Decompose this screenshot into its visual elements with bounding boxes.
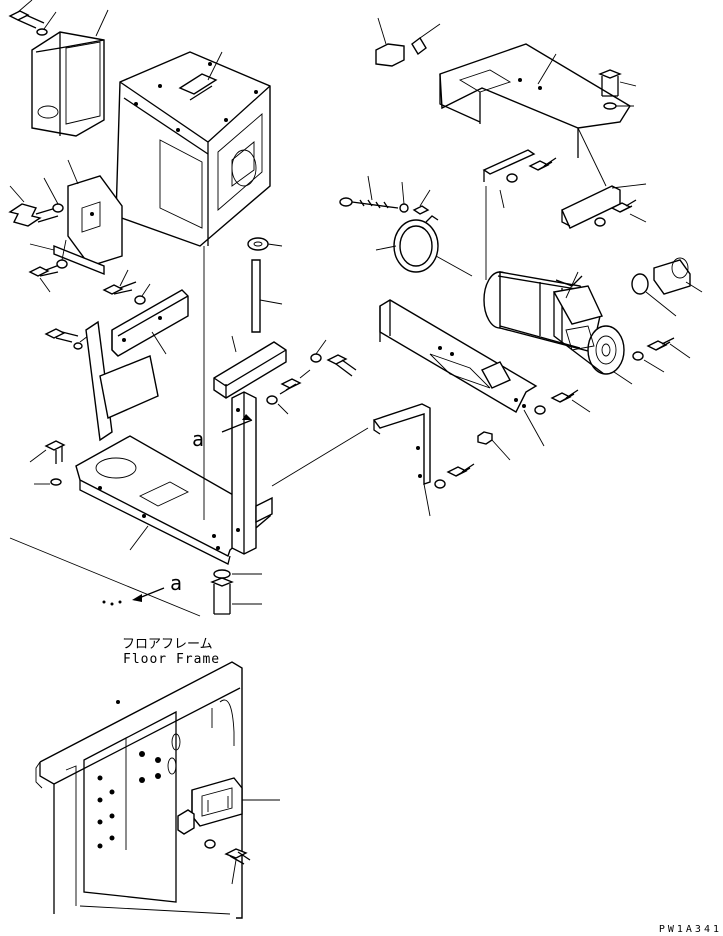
view-arrow-a-upper: a <box>192 414 253 451</box>
upper-bracket <box>439 43 631 158</box>
view-marker-a-upper: a <box>192 427 204 451</box>
washer-top-left <box>36 11 57 36</box>
center-rod <box>251 259 283 333</box>
bolt-bottom <box>210 577 262 615</box>
washer-right-5 <box>534 405 546 415</box>
view-arrow-a-lower: a <box>102 571 182 606</box>
clip-small <box>412 189 431 215</box>
bolt-mid <box>326 354 357 377</box>
flange-bracket <box>213 335 287 399</box>
angle-bracket-left <box>111 289 189 357</box>
floor-switch <box>177 777 280 835</box>
wire-line-1 <box>271 427 369 487</box>
bar-strip <box>29 243 105 276</box>
small-bracket <box>482 149 536 209</box>
bolt-right-2 <box>610 199 647 223</box>
bolt-right-top <box>598 69 637 97</box>
band-clamp <box>375 215 473 277</box>
washer-right-6 <box>434 479 446 489</box>
wing-bolt <box>8 185 59 227</box>
knob-top <box>375 17 405 67</box>
section-leader <box>9 537 201 617</box>
drawing-code: PW1A341 <box>659 924 722 935</box>
washer-mid <box>310 339 327 363</box>
section-label-japanese: フロアフレーム <box>122 637 213 652</box>
grommet <box>247 237 283 251</box>
section-label-english: Floor Frame <box>123 652 220 667</box>
nut-small <box>399 181 409 213</box>
l-bracket <box>561 183 647 229</box>
bolt-right-5 <box>550 389 591 413</box>
floor-plate <box>75 320 272 565</box>
bolt-right-4 <box>646 337 691 359</box>
bolt-floor <box>224 848 251 885</box>
washer-right-top <box>603 102 634 110</box>
bolt-right-6 <box>446 463 475 477</box>
washer-left-4 <box>73 329 97 350</box>
channel-post <box>231 391 273 555</box>
washer-bottom <box>213 569 262 579</box>
mounting-plate <box>379 299 545 447</box>
nut-right <box>477 431 511 461</box>
washer-right-3 <box>506 173 518 183</box>
washer-left-5 <box>34 478 62 486</box>
bolt-top-left <box>8 0 45 29</box>
cover-box <box>31 9 109 137</box>
motor-cylinder <box>483 271 633 385</box>
bolt-left-2 <box>28 263 63 293</box>
bolt-left-5 <box>29 440 66 464</box>
washer-left-1 <box>43 177 64 213</box>
bolt-left-4 <box>44 328 79 343</box>
washer-right-2 <box>594 217 606 227</box>
cable-bolt <box>339 175 399 209</box>
clip-top <box>411 23 441 56</box>
washer-left-3 <box>134 283 151 305</box>
floor-frame-detail <box>35 661 243 919</box>
hose-clamp <box>631 273 677 317</box>
wire-line-3 <box>577 127 607 187</box>
bolt-mid-2 <box>279 369 311 395</box>
washer-right-4 <box>632 351 665 373</box>
washer-left-2 <box>56 239 68 269</box>
z-bracket <box>372 403 431 517</box>
washer-floor <box>204 839 216 849</box>
console-box <box>115 51 271 247</box>
bolt-left-3 <box>102 269 137 295</box>
switch-plate <box>67 159 123 267</box>
bolt-right-3 <box>528 157 557 171</box>
washer-mid-2 <box>266 395 289 415</box>
view-marker-a-lower: a <box>170 571 182 595</box>
rubber-hose <box>653 257 703 295</box>
